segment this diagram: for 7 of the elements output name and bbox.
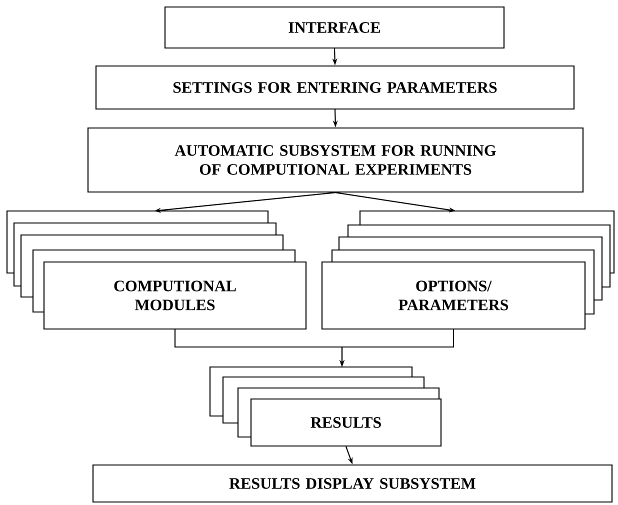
process-box: OPTIONS/ PARAMETERS [321, 261, 586, 330]
process-box: RESULTS [250, 398, 442, 447]
process-box: COMPUTIONAL MODULES [43, 261, 307, 330]
process-box: INTERFACE [164, 6, 505, 49]
process-box: SETTINGS FOR ENTERING PARAMETERS [95, 65, 575, 110]
process-box: AUTOMATIC SUBSYSTEM FOR RUNNING OF COMPUTIONAL EXPERIMENTS [87, 127, 584, 193]
process-box: RESULTS DISPLAY SUBSYSTEM [92, 464, 613, 503]
